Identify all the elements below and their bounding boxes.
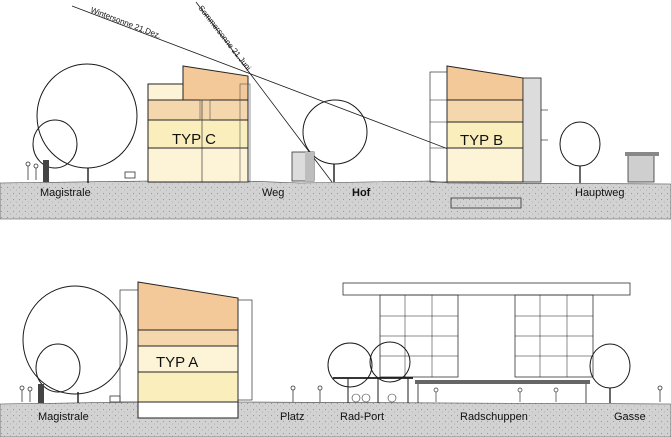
label-hof: Hof: [352, 187, 371, 199]
tree-magistrale-top: [32, 63, 138, 183]
typ-a-label: TYP A: [156, 354, 198, 371]
winter-sun-label: Wintersonne 21.Dez.: [89, 5, 162, 40]
people-platz: [290, 385, 323, 402]
label-platz: Platz: [280, 411, 304, 423]
top-section: Wintersonne 21.Dez. Sommersonne 21.Juni …: [0, 1, 671, 220]
label-rad-port: Rad-Port: [340, 411, 384, 423]
rad-port: [327, 341, 413, 403]
tree-hof: [291, 99, 368, 182]
ground-top: [0, 180, 671, 220]
tree-hauptweg: [559, 121, 659, 183]
label-hauptweg: Hauptweg: [575, 187, 625, 199]
label-magistrale-bottom: Magistrale: [38, 411, 89, 423]
label-gasse: Gasse: [614, 411, 646, 423]
label-radschuppen: Radschuppen: [460, 411, 528, 423]
building-typ-c: TYP C: [147, 65, 251, 183]
tree-gasse: [589, 343, 663, 403]
radschuppen: [415, 380, 590, 403]
background-building: [342, 282, 631, 378]
building-typ-a: TYP A: [119, 281, 253, 419]
label-magistrale-top: Magistrale: [40, 187, 91, 199]
label-weg: Weg: [262, 187, 284, 199]
typ-b-label: TYP B: [460, 132, 503, 149]
people-magistrale-top: [25, 161, 136, 180]
tree-magistrale-bottom: [22, 285, 128, 403]
summer-sun-label: Sommersonne 21.Juni: [196, 4, 253, 73]
ground-bottom: [0, 401, 671, 437]
typ-c-label: TYP C: [172, 131, 216, 148]
building-typ-b: TYP B: [429, 65, 548, 209]
bottom-section: TYP A: [0, 281, 671, 437]
